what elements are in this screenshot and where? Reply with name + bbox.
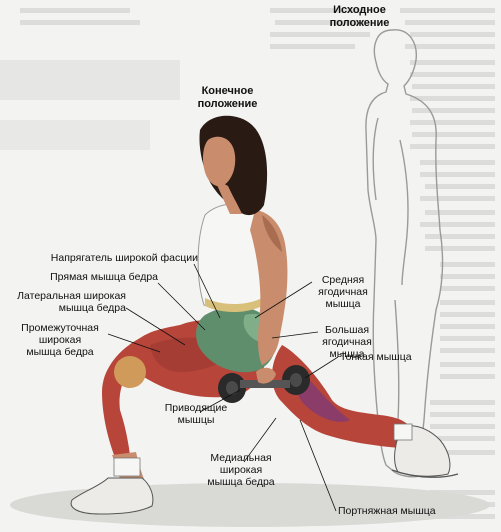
label-adductors: Приводящие мышцы bbox=[160, 402, 232, 426]
label-gluteus-medius-line3: мышца bbox=[325, 298, 361, 310]
label-gluteus-maximus-line3: мышца bbox=[329, 348, 365, 360]
label-vastus-medialis: Медиальная широкая мышца бедра bbox=[196, 452, 286, 488]
label-gluteus-maximus: Большая ягодичная мышца bbox=[312, 324, 382, 360]
label-adductors-line2: мышцы bbox=[177, 414, 215, 426]
label-gluteus-medius-line2: ягодичная bbox=[318, 286, 368, 298]
end-title-line2: положение bbox=[197, 98, 258, 110]
start-title-line1: Исходное bbox=[333, 4, 386, 16]
start-position-title: Исходное положение bbox=[322, 4, 397, 30]
label-vastus-medialis-line1: Медиальная bbox=[210, 452, 272, 464]
label-gluteus-maximus-line1: Большая bbox=[324, 324, 370, 336]
label-adductors-line1: Приводящие bbox=[164, 402, 228, 414]
pointer-lines bbox=[107, 263, 339, 512]
dumbbell bbox=[218, 365, 310, 403]
label-vastus-lateralis-line2: мышца бедра bbox=[58, 302, 126, 314]
head bbox=[199, 115, 268, 216]
label-vastus-lateralis-line1: Латеральная широкая bbox=[17, 290, 126, 302]
label-gluteus-medius-line1: Средняя bbox=[321, 274, 365, 286]
front-leg bbox=[272, 345, 459, 478]
end-title-line1: Конечное bbox=[201, 85, 254, 97]
label-vastus-intermedius: Промежуточная широкая мышца бедра bbox=[12, 322, 108, 358]
label-vastus-medialis-line3: мышца бедра bbox=[207, 476, 275, 488]
label-vastus-intermedius-line2: широкая bbox=[38, 334, 82, 346]
label-gluteus-maximus-line2: ягодичная bbox=[322, 336, 372, 348]
label-vastus-intermedius-line3: мышца бедра bbox=[26, 346, 94, 358]
start-title-line2: положение bbox=[329, 17, 390, 29]
label-tfl: Напрягатель широкой фасции bbox=[50, 252, 198, 264]
label-vastus-medialis-line2: широкая bbox=[219, 464, 263, 476]
label-vastus-lateralis: Латеральная широкая мышца бедра bbox=[4, 290, 126, 314]
start-position-outline bbox=[365, 29, 444, 478]
arm bbox=[250, 210, 288, 365]
label-rectus-femoris: Прямая мышца бедра bbox=[50, 271, 158, 283]
label-sartorius: Портняжная мышца bbox=[338, 505, 436, 517]
label-vastus-intermedius-line1: Промежуточная bbox=[21, 322, 99, 334]
end-position-title: Конечное положение bbox=[190, 85, 265, 111]
label-gluteus-medius: Средняя ягодичная мышца bbox=[308, 274, 378, 310]
label-gracilis: Тонкая мышца bbox=[340, 351, 412, 363]
